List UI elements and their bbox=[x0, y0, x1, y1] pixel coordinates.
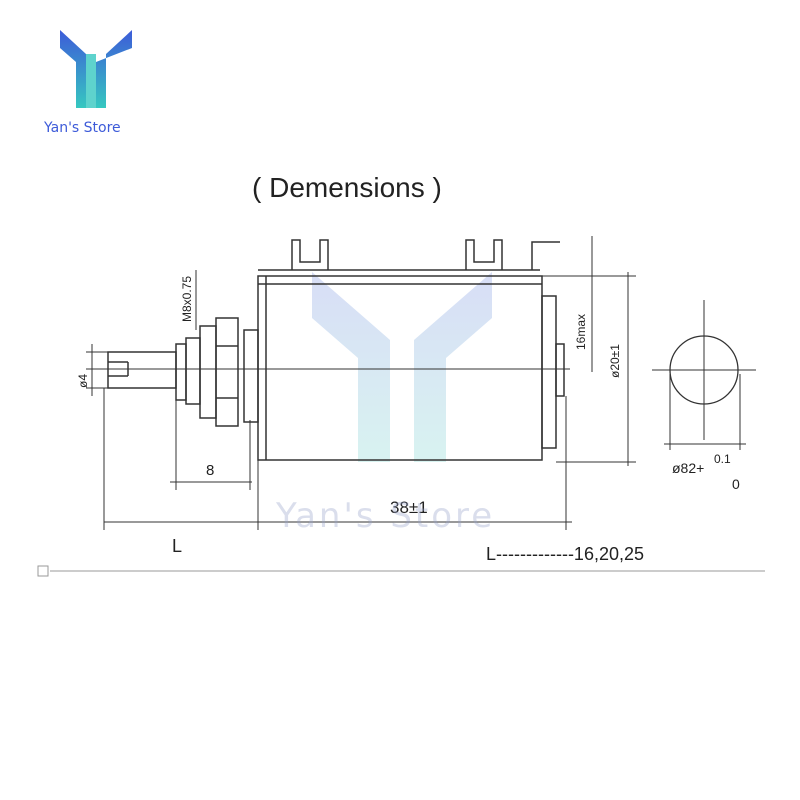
circle-diameter-label: ø82+ bbox=[672, 460, 705, 476]
body-diameter-label: ø20±1 bbox=[608, 344, 622, 378]
diagram-title: ( Demensions ) bbox=[252, 172, 442, 203]
bushing-length-label: 8 bbox=[206, 462, 215, 479]
height-label: 16max bbox=[574, 313, 588, 350]
end-view bbox=[652, 300, 756, 450]
watermark-logo bbox=[312, 272, 492, 462]
body-length-label: 38±1 bbox=[390, 498, 428, 517]
watermark-text: Yan's Store bbox=[276, 496, 496, 536]
store-logo bbox=[60, 30, 132, 108]
tolerance-lower: 0 bbox=[732, 476, 740, 492]
tolerance-upper: 0.1 bbox=[714, 452, 731, 466]
length-legend: L-------------16,20,25 bbox=[486, 544, 645, 564]
shaft-diameter-label: ø4 bbox=[76, 373, 90, 388]
store-name: Yan's Store bbox=[44, 120, 121, 136]
thread-label: M8x0.75 bbox=[180, 275, 194, 322]
total-length-label: L bbox=[172, 536, 183, 556]
side-view bbox=[107, 239, 565, 461]
dimension-lines bbox=[37, 236, 765, 577]
